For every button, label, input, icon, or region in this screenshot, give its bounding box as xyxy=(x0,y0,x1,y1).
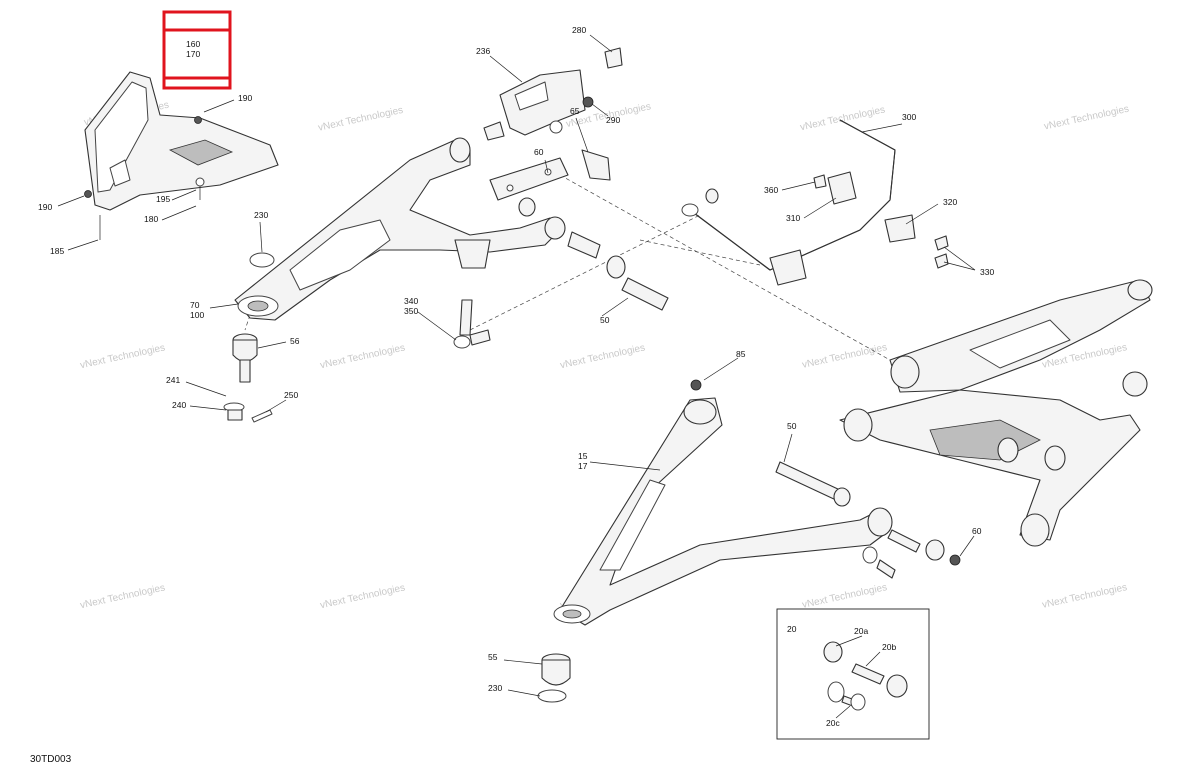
callout-20b[interactable]: 20b xyxy=(882,642,896,652)
callout-60[interactable]: 60 xyxy=(534,147,544,157)
diagram-reference-code: 30TD003 xyxy=(30,754,72,765)
callout-100[interactable]: 100 xyxy=(190,310,204,320)
callout-50[interactable]: 50 xyxy=(600,315,610,325)
callout-60[interactable]: 60 xyxy=(972,526,982,536)
callout-290[interactable]: 290 xyxy=(606,115,620,125)
callout-340[interactable]: 340 xyxy=(404,296,418,306)
callout-15[interactable]: 15 xyxy=(578,451,588,461)
leader-lines xyxy=(57,34,976,719)
watermark: vNext Technologies xyxy=(559,342,646,371)
callout-160[interactable]: 160 xyxy=(186,39,200,49)
watermark: vNext Technologies xyxy=(319,582,406,611)
assembled-suspension xyxy=(839,279,1153,547)
callout-180[interactable]: 180 xyxy=(144,214,158,224)
plate-60 xyxy=(489,149,669,311)
watermark: vNext Technologies xyxy=(801,342,888,371)
callout-230[interactable]: 230 xyxy=(254,210,268,220)
watermark: vNext Technologies xyxy=(1043,104,1130,133)
callout-190[interactable]: 190 xyxy=(38,202,52,212)
ball-joint-56 xyxy=(223,252,275,423)
sway-bar xyxy=(681,119,949,286)
watermark: vNext Technologies xyxy=(317,105,404,134)
callout-20c[interactable]: 20c xyxy=(826,718,840,728)
callout-230[interactable]: 230 xyxy=(488,683,502,693)
callout-240[interactable]: 240 xyxy=(172,400,186,410)
ball-joint-55 xyxy=(537,653,571,703)
upper-a-arm xyxy=(234,137,566,321)
callout-170[interactable]: 170 xyxy=(186,49,200,59)
callout-350[interactable]: 350 xyxy=(404,306,418,316)
watermark: vNext Technologies xyxy=(79,342,166,371)
callout-190[interactable]: 190 xyxy=(238,93,252,103)
callout-300[interactable]: 300 xyxy=(902,112,916,122)
callout-56[interactable]: 56 xyxy=(290,336,300,346)
callout-55[interactable]: 55 xyxy=(488,652,498,662)
callout-85[interactable]: 85 xyxy=(736,349,746,359)
bracket-236 xyxy=(483,47,623,141)
callout-236[interactable]: 236 xyxy=(476,46,490,56)
callout-70[interactable]: 70 xyxy=(190,300,200,310)
callout-360[interactable]: 360 xyxy=(764,185,778,195)
watermark: vNext Technologies xyxy=(319,342,406,371)
skid-plate xyxy=(84,71,279,240)
callout-320[interactable]: 320 xyxy=(943,197,957,207)
callout-20[interactable]: 20 xyxy=(787,624,797,634)
watermark: vNext Technologies xyxy=(801,582,888,611)
highlight-box xyxy=(162,10,232,90)
lower-a-arm xyxy=(553,379,893,626)
callout-330[interactable]: 330 xyxy=(980,267,994,277)
callout-280[interactable]: 280 xyxy=(572,25,586,35)
watermark: vNext Technologies xyxy=(79,582,166,611)
sway-bar-link xyxy=(453,299,491,349)
watermark: vNext Technologies xyxy=(1041,582,1128,611)
callout-50[interactable]: 50 xyxy=(787,421,797,431)
callout-250[interactable]: 250 xyxy=(284,390,298,400)
callout-195[interactable]: 195 xyxy=(156,194,170,204)
callout-17[interactable]: 17 xyxy=(578,461,588,471)
callout-20a[interactable]: 20a xyxy=(854,626,868,636)
bushing-kit-inset xyxy=(776,608,930,740)
callout-65[interactable]: 65 xyxy=(570,106,580,116)
lower-hardware xyxy=(775,461,961,579)
callout-241[interactable]: 241 xyxy=(166,375,180,385)
callout-310[interactable]: 310 xyxy=(786,213,800,223)
watermark: vNext Technologies xyxy=(799,104,886,133)
callouts: 160 170 280 236 290 60 65 300 360 310 32… xyxy=(38,25,994,728)
callout-185[interactable]: 185 xyxy=(50,246,64,256)
